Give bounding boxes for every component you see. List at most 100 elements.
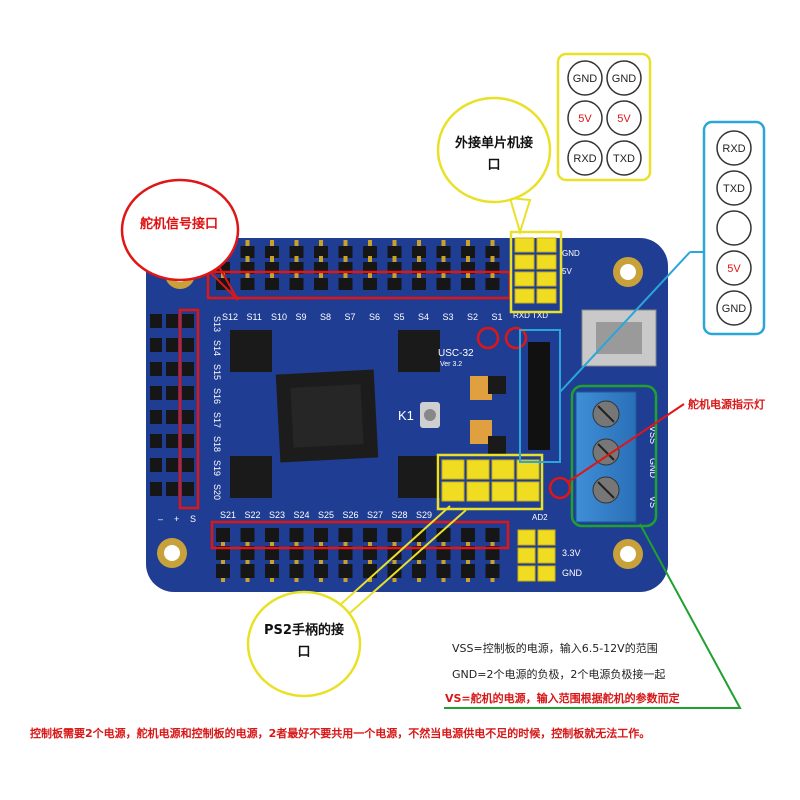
header-pin bbox=[314, 528, 328, 542]
servo-label: S24 bbox=[294, 510, 310, 520]
servo-label: + bbox=[174, 514, 179, 524]
servo-label: S17 bbox=[212, 412, 222, 428]
pin-tip bbox=[368, 272, 372, 278]
header-pin bbox=[363, 546, 377, 560]
pin-tip bbox=[270, 542, 274, 546]
power-led-label: 舵机电源指示灯 bbox=[688, 398, 765, 411]
pin-tip bbox=[441, 256, 446, 262]
jumper-cap bbox=[536, 271, 557, 287]
pin-tip bbox=[245, 240, 250, 246]
jumper-cap bbox=[466, 481, 490, 502]
pin-circle-label: 5V bbox=[727, 263, 741, 275]
pin-circle-label: GND bbox=[612, 73, 637, 85]
pin-tip bbox=[245, 578, 250, 582]
header-pin bbox=[485, 564, 500, 578]
servo-label: S25 bbox=[318, 510, 334, 520]
header-pin bbox=[150, 314, 162, 328]
pin-tip bbox=[441, 240, 446, 246]
pin-circle-label: 5V bbox=[617, 113, 631, 125]
vss-note: VSS=控制板的电源，输入6.5-12V的范围 bbox=[452, 642, 658, 655]
servo-label: S27 bbox=[367, 510, 383, 520]
header-pin bbox=[412, 564, 426, 578]
servo-label: S28 bbox=[392, 510, 408, 520]
servo-label: S13 bbox=[212, 316, 222, 332]
vss-label: VSS bbox=[648, 426, 658, 444]
pin-tip bbox=[490, 256, 495, 262]
pin-circle bbox=[567, 140, 603, 176]
pin-tip bbox=[245, 542, 250, 546]
pin-circle-label: TXD bbox=[613, 153, 635, 165]
jumper-cap bbox=[517, 565, 536, 582]
pin-tip bbox=[466, 272, 470, 278]
header-pin bbox=[150, 386, 162, 400]
yellow-highlights bbox=[436, 230, 563, 511]
mcu-jumper-header bbox=[514, 237, 557, 304]
k1-label: K1 bbox=[398, 408, 414, 423]
pin-tip bbox=[294, 578, 299, 582]
servo-label: S bbox=[190, 514, 196, 524]
pin-circle-label: RXD bbox=[573, 153, 596, 165]
header-pin bbox=[265, 246, 279, 258]
header-pin bbox=[314, 246, 328, 258]
header-pin bbox=[216, 546, 230, 560]
header-pin bbox=[289, 528, 304, 542]
header-pin bbox=[265, 528, 279, 542]
header-pin bbox=[289, 278, 304, 290]
servo-label: S18 bbox=[212, 436, 222, 452]
jumper-cap bbox=[514, 271, 535, 287]
pin-tip bbox=[392, 240, 397, 246]
header-pin bbox=[461, 278, 475, 290]
header-pin bbox=[182, 482, 194, 496]
jumper-cap bbox=[491, 481, 515, 502]
terminal-pointer bbox=[444, 523, 742, 709]
left-servo-header bbox=[150, 314, 194, 496]
pin-tip bbox=[319, 542, 323, 546]
jumper-cap bbox=[441, 459, 465, 480]
servo-label: S22 bbox=[245, 510, 261, 520]
pin-tip bbox=[245, 272, 250, 278]
pin-tip bbox=[343, 256, 348, 262]
gnd2-label: GND bbox=[562, 568, 583, 578]
uart-highlight bbox=[519, 329, 561, 463]
header-pin bbox=[182, 458, 194, 472]
servo-label: – bbox=[158, 514, 163, 524]
pin-tip bbox=[466, 560, 470, 564]
header-pin bbox=[338, 564, 353, 578]
gnd-board-label: GND bbox=[648, 458, 658, 479]
jumper-cap bbox=[514, 237, 535, 253]
header-pin bbox=[166, 482, 178, 496]
header-pin bbox=[461, 546, 475, 560]
pin-tip bbox=[490, 542, 495, 546]
pin-tip bbox=[466, 240, 470, 246]
header-pin bbox=[338, 528, 353, 542]
jumper-cap bbox=[441, 481, 465, 502]
pin-tip bbox=[221, 578, 225, 582]
servo-label: S20 bbox=[212, 484, 222, 500]
pin-tip bbox=[466, 542, 470, 546]
ps2-callout-text: PS2手柄的接 口 bbox=[250, 620, 358, 664]
servo-label: S5 bbox=[394, 312, 405, 322]
board-silkscreen: USC-32 Ver 3.2 K1 RXD TXD 5V GND VSS GND… bbox=[398, 249, 658, 578]
header-pin bbox=[216, 564, 230, 578]
servo-label: S19 bbox=[212, 460, 222, 476]
model-label: USC-32 bbox=[438, 348, 474, 359]
pin-circle bbox=[716, 170, 752, 206]
servo-label: S26 bbox=[343, 510, 359, 520]
pin-circle bbox=[716, 210, 752, 246]
pin-circle-label: TXD bbox=[723, 183, 745, 195]
servo-label: S7 bbox=[345, 312, 356, 322]
pin-tip bbox=[294, 256, 299, 262]
power-jumper-header bbox=[517, 529, 556, 582]
pin-tip bbox=[368, 256, 372, 262]
jumper-cap bbox=[516, 459, 540, 480]
uart-header bbox=[528, 342, 550, 450]
pin-tip bbox=[490, 560, 495, 564]
pin-tip bbox=[368, 578, 372, 582]
pin-circle bbox=[716, 250, 752, 286]
header-pin bbox=[182, 362, 194, 376]
header-pin bbox=[485, 278, 500, 290]
pin-tip bbox=[466, 578, 470, 582]
header-pin bbox=[150, 458, 162, 472]
pin-tip bbox=[221, 542, 225, 546]
pin-tip bbox=[270, 240, 274, 246]
